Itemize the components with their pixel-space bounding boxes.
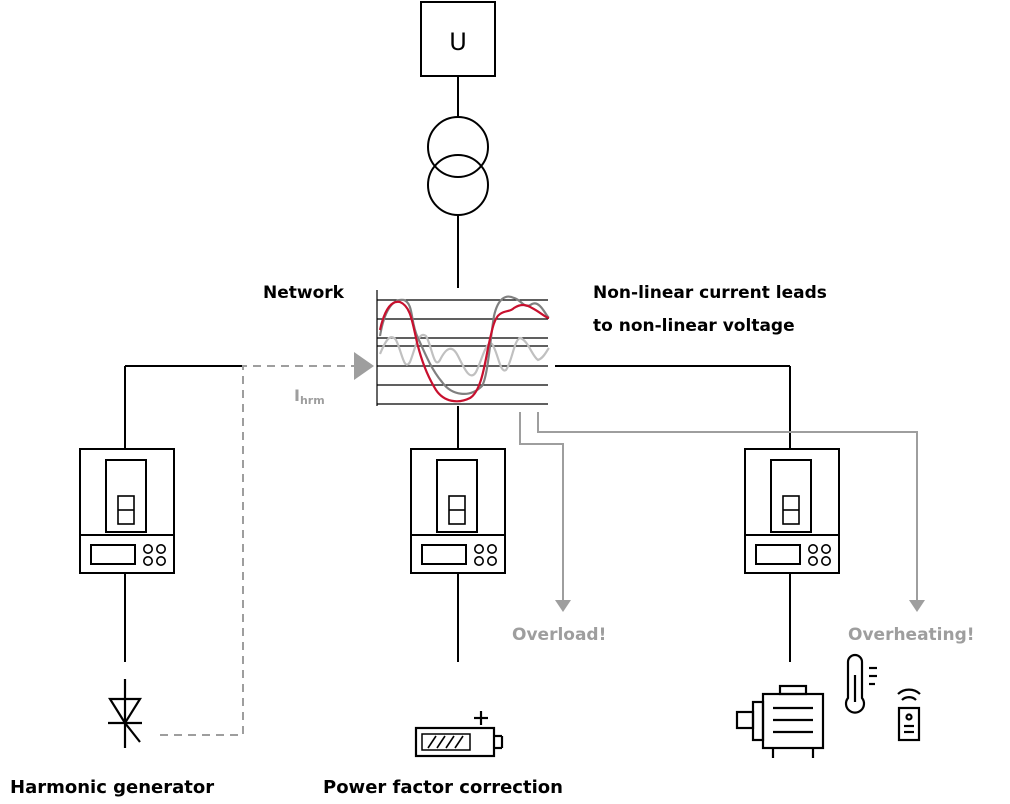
voltage-waveform-red xyxy=(378,300,550,403)
overload-arrow xyxy=(519,412,571,612)
waveform-chart xyxy=(376,290,550,406)
overheating-arrow xyxy=(537,412,925,612)
voltage-source-box: U xyxy=(420,1,496,77)
distortion-label-line-1: Non-linear current leads xyxy=(593,283,827,303)
harmonic-generator-label: Harmonic generator xyxy=(10,777,214,798)
network-label: Network xyxy=(263,283,345,303)
power-factor-correction-label: Power factor correction xyxy=(323,777,563,798)
motor-icon xyxy=(735,684,825,758)
harmonic-current-path xyxy=(160,352,374,736)
overheating-label: Overheating! xyxy=(848,625,975,645)
wireless-sensor-icon xyxy=(897,688,921,742)
drive-icon-center xyxy=(410,448,506,574)
current-waveform-light xyxy=(378,333,550,377)
current-waveform-gray xyxy=(378,295,550,395)
distortion-label-line-2: to non-linear voltage xyxy=(593,316,795,336)
transformer-icon xyxy=(427,116,489,216)
drive-icon-left xyxy=(79,448,175,574)
overload-label: Overload! xyxy=(512,625,606,645)
drive-icon-right xyxy=(744,448,840,574)
harmonic-current-arrowhead xyxy=(354,352,374,380)
thermometer-icon xyxy=(844,653,877,714)
battery-icon xyxy=(414,711,504,758)
thyristor-icon xyxy=(108,679,142,748)
source-symbol: U xyxy=(449,28,467,56)
harmonic-current-label: Ihrm xyxy=(294,386,325,407)
